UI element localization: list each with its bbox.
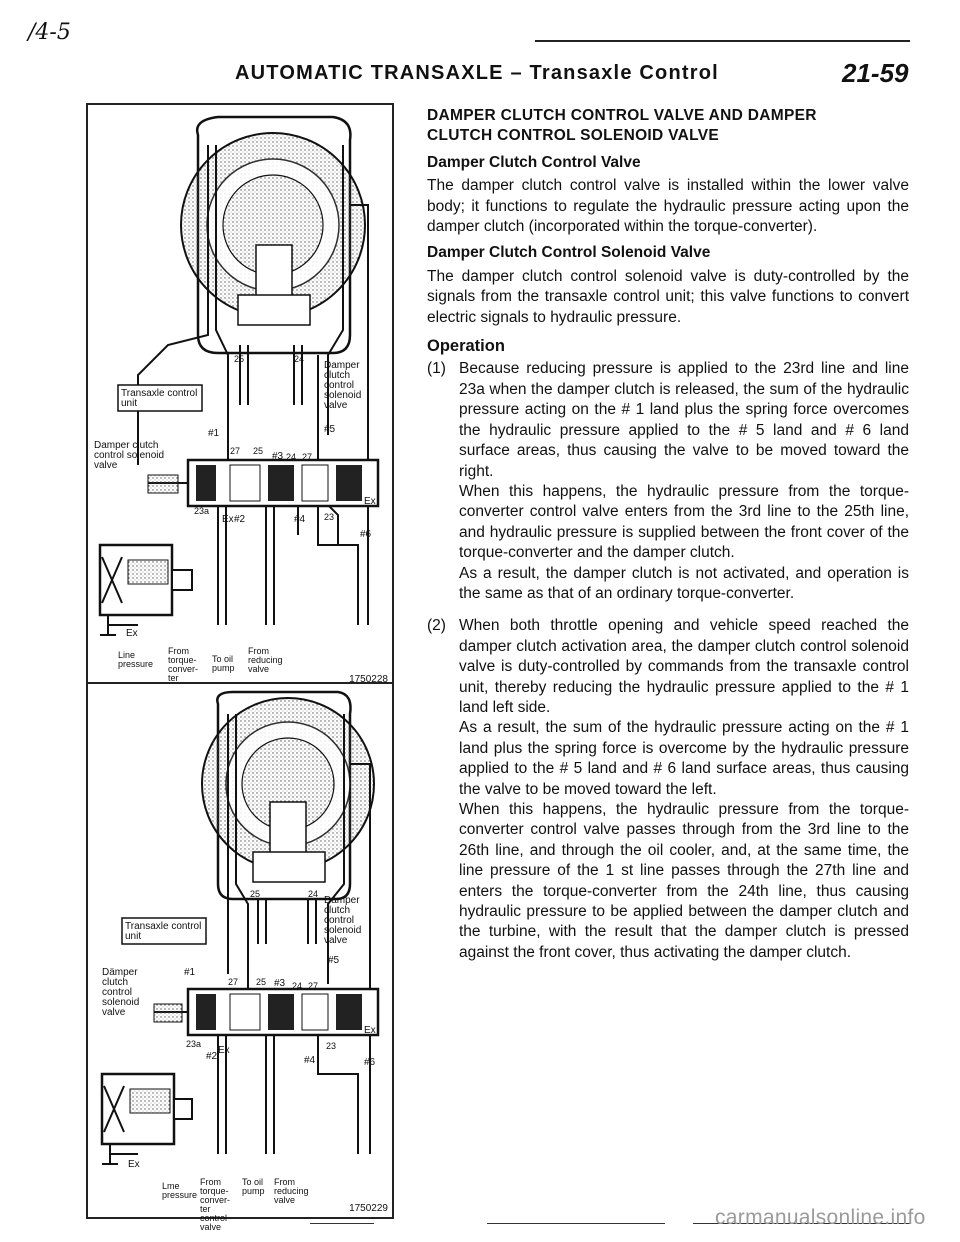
figure-number: 1750229 [349, 1203, 388, 1214]
label-damper-solenoid-valve: Damper clutch control solenoid valve [324, 360, 362, 411]
label-port-24: 24 [308, 889, 319, 899]
label-port-25: 25 [234, 354, 245, 364]
label-port-27: 27 [230, 446, 241, 456]
operation-item-2: (2) When both throttle opening and vehic… [427, 616, 909, 963]
label-land-5: #5 [328, 955, 340, 966]
label-port-23: 23 [326, 1041, 337, 1051]
figure-damper-released: Damper clutch control solenoid valve Tra… [86, 103, 394, 701]
label-port-24b: 24 [292, 981, 303, 991]
section-heading: DAMPER CLUTCH CONTROL VALVE AND DAMPER C… [427, 106, 909, 147]
torque-converter [180, 115, 366, 355]
figure-number: 1750228 [349, 674, 388, 685]
damper-clutch-solenoid [98, 543, 193, 636]
label-exhaust-bottom: Ex [126, 628, 138, 639]
label-land-3: #3 [272, 451, 284, 462]
label-port-25b: 25 [253, 446, 264, 456]
lower-lines [217, 1035, 359, 1154]
item-1-paragraph-c: As a result, the damper clutch is not ac… [459, 564, 909, 602]
paragraph-solenoid-valve: The damper clutch control solenoid valve… [427, 267, 909, 326]
label-port-24: 24 [294, 354, 305, 364]
label-land-6: #6 [360, 529, 372, 540]
item-1-paragraph-a: Because reducing pressure is applied to … [459, 360, 909, 480]
label-damper-clutch-control-valve: Damper clutch control solenoid valve [94, 440, 165, 471]
label-land-1: #1 [184, 967, 196, 978]
footer-rule [310, 1223, 374, 1224]
label-exhaust-right: Ex [364, 496, 376, 507]
subheading-solenoid-valve: Damper Clutch Control Solenoid Valve [427, 244, 711, 262]
label-line-pressure: Lme pressure [162, 1181, 198, 1200]
watermark: carmanualsonline.info [715, 1206, 926, 1229]
label-land-4: #4 [304, 1055, 316, 1066]
label-damper-clutch-control-valve: Dämper clutch control solenoid valve [102, 967, 140, 1018]
torque-converter [201, 690, 375, 901]
label-from-reducing-valve: From reducing valve [248, 646, 283, 674]
section-heading-line-2: CLUTCH CONTROL SOLENOID VALVE [427, 127, 720, 145]
damper-clutch-solenoid [100, 1072, 193, 1165]
label-port-27b: 27 [308, 981, 319, 991]
hydraulic-lines [107, 145, 369, 626]
label-tcu: Transaxle control unit [125, 921, 202, 942]
label-to-oil-pump: To oil pump [242, 1177, 265, 1196]
item-number: (2) [427, 617, 446, 635]
paragraph-control-valve: The damper clutch control valve is insta… [427, 177, 909, 236]
hydraulic-diagram-2 [100, 690, 380, 1165]
label-damper-solenoid-valve: Damper clutch control solenoid valve [324, 895, 362, 946]
label-exhaust-right: Ex [364, 1025, 376, 1036]
subheading-control-valve: Damper Clutch Control Valve [427, 153, 641, 171]
label-exhaust-mid: Ex [218, 1045, 230, 1056]
item-2-paragraph-a: When both throttle opening and vehicle s… [459, 617, 909, 716]
damper-clutch-control-valve [147, 458, 380, 508]
item-number: (1) [427, 360, 446, 378]
damper-clutch-control-valve [153, 987, 380, 1037]
label-to-oil-pump: To oil pump [212, 654, 235, 673]
page-header-title: AUTOMATIC TRANSAXLE – Transaxle Control [235, 62, 719, 84]
hydraulic-diagram-1 [98, 115, 380, 636]
label-land-5: #5 [324, 424, 336, 435]
corner-handwritten-mark: /4-5 [28, 20, 71, 45]
text-column: DAMPER CLUTCH CONTROL VALVE AND DAMPER C… [427, 106, 909, 963]
label-port-27b: 27 [302, 452, 313, 462]
label-land-2: #2 [206, 1051, 218, 1062]
tcu-box [117, 384, 203, 412]
label-from-reducing-valve: From reducing valve [274, 1177, 309, 1205]
label-port-25b: 25 [256, 977, 267, 987]
footer-rule [487, 1223, 665, 1224]
label-land-6: #6 [364, 1057, 376, 1068]
label-exhaust-bottom: Ex [128, 1159, 140, 1170]
label-port-25: 25 [250, 889, 261, 899]
item-2-paragraph-b: As a result, the sum of the hydraulic pr… [459, 719, 909, 798]
figure-damper-activated: Damper clutch control solenoid valve Tra… [86, 682, 394, 1232]
label-port-23a: 23a [194, 506, 210, 516]
item-2-paragraph-c: When this happens, the hydraulic pressur… [459, 801, 909, 961]
label-tcu: Transaxle control unit [121, 388, 198, 409]
label-port-27: 27 [228, 977, 239, 987]
label-line-pressure: Line pressure [118, 650, 154, 669]
footer-rule [693, 1223, 911, 1224]
label-land-4: #4 [294, 514, 306, 525]
operation-item-1: (1) Because reducing pressure is applied… [427, 359, 909, 604]
page-number: 21-59 [842, 58, 909, 88]
label-port-23a: 23a [186, 1039, 202, 1049]
section-heading-line-1: DAMPER CLUTCH CONTROL VALVE AND DAMPER [427, 107, 817, 124]
top-rule [535, 40, 910, 42]
operation-heading: Operation [427, 337, 505, 356]
label-port-23: 23 [324, 512, 335, 522]
label-land-3: #3 [274, 978, 286, 989]
label-land-1: #1 [208, 428, 220, 439]
label-from-tc-valve: From torque- conver- ter control valve [200, 1177, 231, 1232]
item-1-paragraph-b: When this happens, the hydraulic pressur… [459, 482, 909, 562]
lower-lines [217, 506, 359, 625]
label-port-24b: 24 [286, 452, 297, 462]
label-exhaust-mid: Ex [222, 514, 234, 525]
tcu-box [121, 917, 207, 945]
label-land-2: #2 [234, 514, 246, 525]
